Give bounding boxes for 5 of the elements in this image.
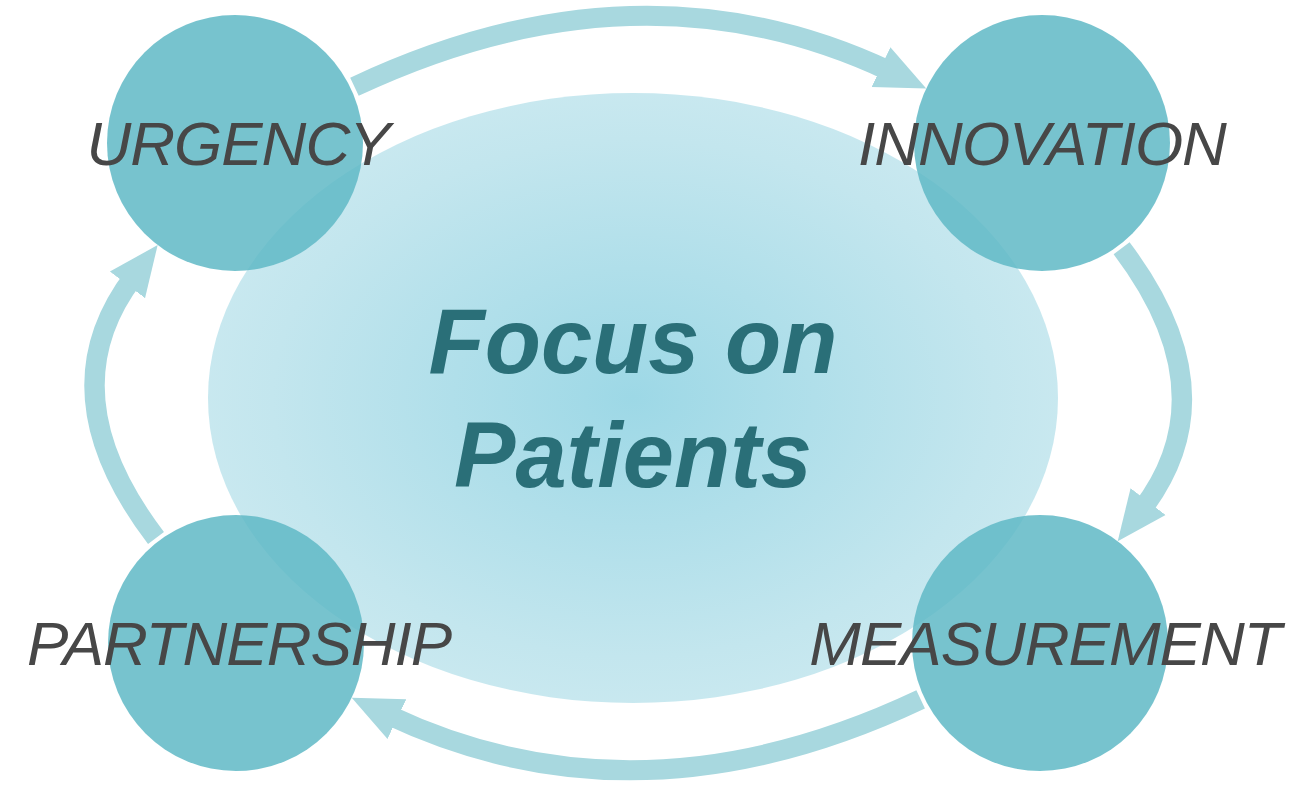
center-title: Focus on Patients bbox=[427, 289, 839, 508]
curved-arrow bbox=[351, 690, 925, 780]
curved-arrow bbox=[1113, 242, 1192, 543]
curved-arrow bbox=[84, 243, 165, 544]
curved-arrow bbox=[350, 6, 927, 96]
